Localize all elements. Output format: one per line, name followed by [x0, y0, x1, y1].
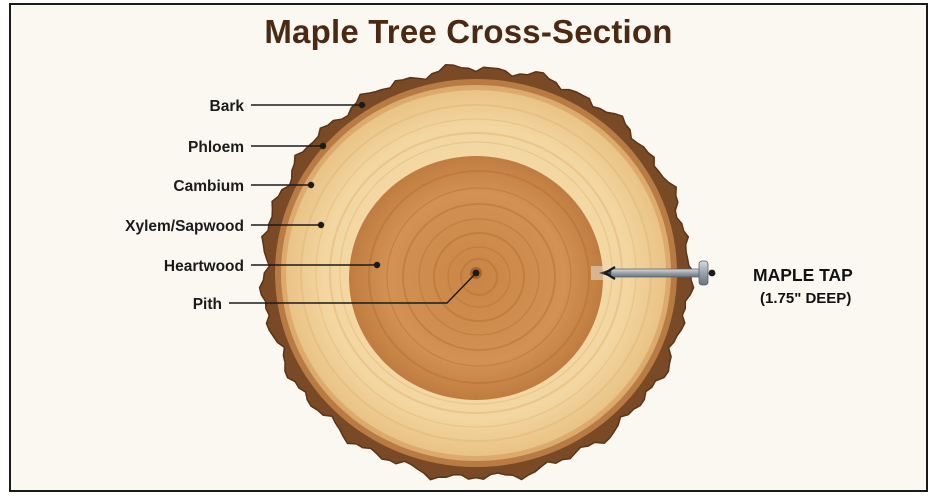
- diagram-frame: Maple Tree Cross-Section: [9, 3, 928, 492]
- label-bark: Bark: [210, 98, 245, 115]
- bark-leader: [251, 102, 365, 108]
- label-maple-tap: MAPLE TAP: [753, 265, 853, 285]
- cross-section-diagram: Bark Phloem Cambium Xylem/Sapwood Heartw…: [11, 5, 928, 492]
- label-cambium: Cambium: [173, 178, 244, 195]
- label-xylem-sapwood: Xylem/Sapwood: [125, 218, 244, 235]
- label-phloem: Phloem: [188, 139, 244, 156]
- label-tap-depth: (1.75" DEEP): [760, 290, 851, 307]
- label-pith: Pith: [193, 296, 222, 313]
- label-heartwood: Heartwood: [164, 258, 244, 275]
